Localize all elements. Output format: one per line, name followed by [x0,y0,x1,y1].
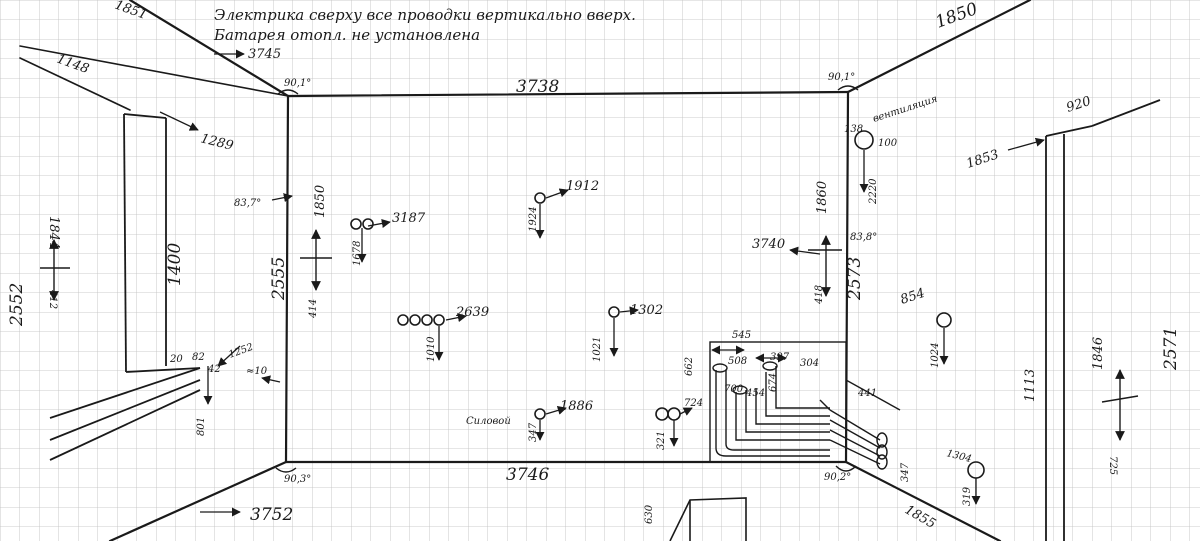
cabinet-sketch [669,497,747,541]
dim-1113: 1113 [1023,369,1038,402]
dim-397: 397 [770,352,790,363]
leader-arrows [159,49,1045,517]
dim-2571: 2571 [1161,327,1181,371]
dim-3187: 3187 [392,211,426,226]
corner-markers [275,85,859,473]
dim-2552: 2552 [7,283,27,327]
dim-662: 662 [684,357,695,376]
dim-319: 319 [962,486,973,506]
dim-1400: 1400 [165,243,185,286]
note-line-2: Батарея отопл. не установлена [213,26,480,44]
dim-1678: 1678 [352,241,363,266]
dim-1024: 1024 [930,343,941,368]
dim-418: 418 [814,285,825,305]
left-wall-opening [49,113,201,461]
dim-1886: 1886 [560,399,593,414]
dim-854: 854 [899,286,927,308]
angle-top-left: 90,1° [284,78,311,89]
note-line-1: Электрика сверху все проводки вертикальн… [214,6,636,24]
dim-347-right: 347 [900,462,911,482]
dim-1010: 1010 [426,336,437,362]
angle-83-7: 83,7° [234,198,261,209]
dim-1302: 1302 [630,303,663,318]
dim-82: 82 [192,352,205,363]
dim-545: 545 [732,330,751,341]
angle-bottom-right: 90,2° [824,472,851,483]
angle-83-8: 83,8° [850,232,877,243]
dim-2220: 2220 [868,178,879,205]
dim-1860: 1860 [815,181,830,214]
dim-454: 454 [745,388,765,399]
room-walls [19,0,1032,541]
dim-1846: 1846 [1091,337,1106,370]
dim-138: 138 [844,124,863,135]
dim-700: 700 [724,384,744,395]
dim-2639: 2639 [455,305,489,320]
dim-20: 20 [169,354,183,365]
dim-508: 508 [728,356,747,367]
dim-42: 42 [207,364,221,375]
dim-3746: 3746 [506,465,549,485]
dim-3738: 3738 [516,77,559,97]
dim-920: 920 [1065,94,1093,116]
dim-412: 412 [47,289,58,309]
dim-441: 441 [857,388,877,399]
dim-1924: 1924 [528,207,539,232]
dim-1912: 1912 [566,179,599,194]
dim-347-left: 347 [528,422,539,442]
dim-1021: 1021 [592,337,603,362]
dimension-crosses [40,229,1139,441]
angle-bottom-left: 90,3° [284,474,311,485]
approx-10: ≈10 [246,366,268,377]
fixture-symbols [350,130,985,479]
dim-801: 801 [196,417,207,436]
dim-2555: 2555 [269,257,289,301]
dim-3740: 3740 [752,237,785,252]
dim-2573: 2573 [845,257,865,301]
angle-top-right: 90,1° [828,72,855,83]
dim-414: 414 [308,299,319,319]
handwritten-notes: Электрика сверху все проводки вертикальн… [213,6,636,44]
dim-3752: 3752 [250,505,293,525]
dim-630: 630 [644,504,655,524]
dim-1844: 1844 [46,216,61,249]
dim-724: 724 [684,398,703,409]
power-label: Силовой [466,416,511,427]
dim-725: 725 [1107,456,1118,475]
dim-100: 100 [878,138,898,149]
dim-1850: 1850 [313,185,328,218]
pipe-cluster [709,341,901,470]
dim-674: 674 [768,373,779,392]
dim-321: 321 [656,431,667,450]
dim-3745: 3745 [248,47,281,62]
dim-304: 304 [800,358,819,369]
right-wall-door [1045,99,1161,541]
